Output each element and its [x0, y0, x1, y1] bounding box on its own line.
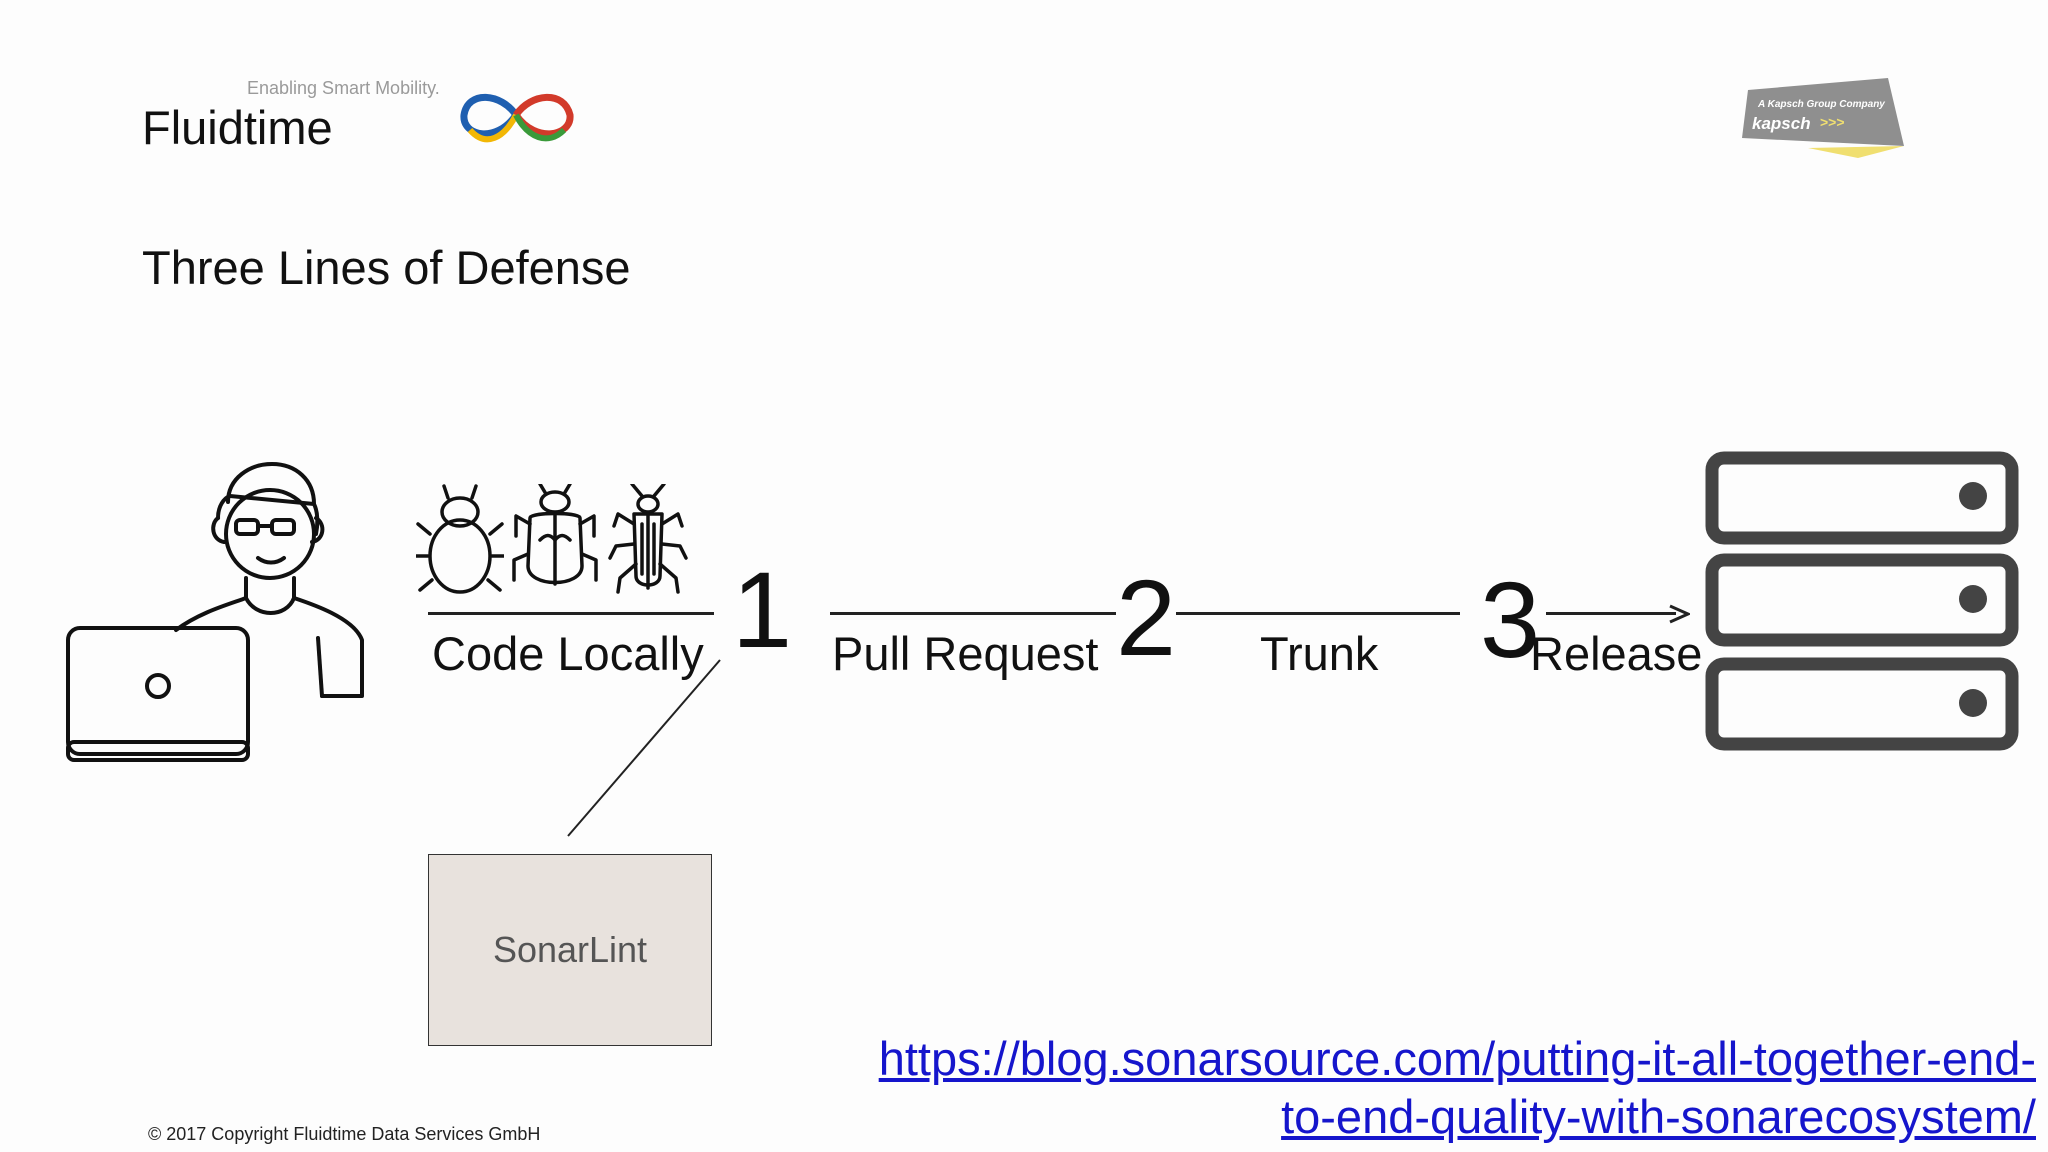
- stage-number-3: 3: [1480, 559, 1541, 680]
- stage-line-3: [1176, 612, 1460, 615]
- stage-number-2: 2: [1116, 557, 1177, 678]
- stage-label-trunk: Trunk: [1260, 627, 1379, 680]
- server-rack-icon: [1705, 451, 2019, 751]
- link-line-2[interactable]: to-end-quality-with-sonarecosystem/: [1281, 1090, 2036, 1143]
- link-line-1[interactable]: https://blog.sonarsource.com/putting-it-…: [878, 1032, 2036, 1085]
- kapsch-logo-top-text: A Kapsch Group Company: [1757, 99, 1885, 110]
- bug-icon: [416, 484, 504, 594]
- stage-line-1: [428, 612, 714, 615]
- stage-label-release: Release: [1530, 627, 1703, 680]
- beetle-icon: [512, 484, 598, 586]
- sonarlint-label: SonarLint: [492, 929, 648, 970]
- brand-name: Fluidtime: [142, 101, 333, 154]
- sonarsource-blog-link[interactable]: https://blog.sonarsource.com/putting-it-…: [836, 1030, 2036, 1146]
- slide-title: Three Lines of Defense: [142, 241, 631, 294]
- svg-text:>>>: >>>: [1820, 114, 1845, 130]
- copyright: © 2017 Copyright Fluidtime Data Services…: [148, 1124, 541, 1144]
- sonarlint-connector: [567, 659, 721, 837]
- tagline: Enabling Smart Mobility.: [247, 78, 440, 98]
- stage-line-4: [1546, 612, 1676, 615]
- arrow-head-icon: [1669, 604, 1690, 624]
- stage-number-1: 1: [732, 549, 793, 670]
- cockroach-icon: [608, 484, 688, 594]
- kapsch-logo-name: kapsch: [1752, 114, 1811, 133]
- sonarlint-box: SonarLint: [428, 854, 712, 1046]
- stage-label-pull-request: Pull Request: [832, 627, 1099, 680]
- stage-line-2: [830, 612, 1116, 615]
- developer-laptop-icon: [66, 462, 364, 762]
- stage-label-code-locally: Code Locally: [432, 627, 704, 680]
- kapsch-logo: A Kapsch Group Company kapsch >>>: [1742, 78, 1904, 158]
- fluidtime-logo: [460, 93, 574, 143]
